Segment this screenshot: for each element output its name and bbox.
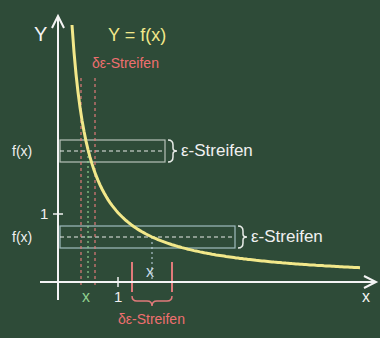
axis-label: x [362, 289, 370, 305]
epsilon-strip-label: ε-Streifen [251, 228, 323, 245]
delta-strip-label: δε-Streifen [92, 56, 159, 70]
tick-label: 1 [40, 206, 48, 221]
point-label: x [82, 289, 90, 305]
tick-label: 1 [114, 289, 122, 304]
function-label: Y = f(x) [108, 26, 166, 44]
function-value: f(x) [12, 144, 32, 158]
point-label: x [146, 264, 154, 280]
epsilon-strip-label: ε-Streifen [181, 142, 253, 159]
delta-strip-label: δε-Streifen [118, 312, 185, 326]
axis-label: Y [34, 24, 47, 44]
function-value: f(x) [12, 230, 32, 244]
